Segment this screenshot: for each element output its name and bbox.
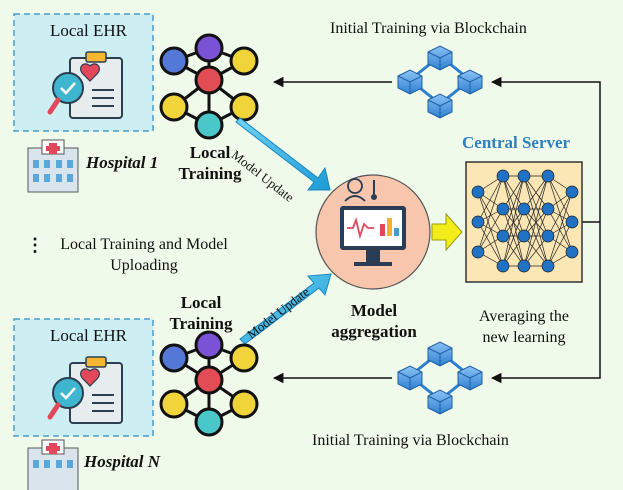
hospital-name-top: Hospital 1 <box>86 153 159 172</box>
server-network-edge <box>502 175 525 237</box>
neural-network-icon-bottom <box>159 330 259 437</box>
return-arrow-top <box>272 76 601 222</box>
model-update-arrow-top <box>235 117 331 191</box>
ehr-label-bottom: Local EHR <box>50 326 127 345</box>
server-network-edge <box>523 235 549 267</box>
model-update-arrow-bottom <box>239 273 332 345</box>
ehr-label-top: Local EHR <box>50 21 127 40</box>
server-network-edge <box>477 175 504 253</box>
return-arrow-bottom <box>272 222 601 384</box>
server-network-edge <box>547 191 573 237</box>
server-network-edge <box>547 221 573 267</box>
server-network-edge <box>477 208 504 253</box>
hospital-icon <box>27 139 79 193</box>
blockchain-label-bottom: Initial Training via Blockchain <box>312 432 509 449</box>
server-network-edge <box>502 208 525 267</box>
server-network-edge <box>523 208 549 267</box>
neural-network-icon-top <box>159 33 259 140</box>
blockchain-icon-bottom <box>397 341 483 415</box>
server-neural-network <box>471 169 579 273</box>
server-network-edge <box>477 175 504 223</box>
server-network-edge <box>523 175 549 267</box>
central-server-title: Central Server <box>462 133 571 152</box>
server-network-edge <box>547 175 573 223</box>
server-network-edge <box>502 175 525 267</box>
server-network-edge <box>547 191 573 267</box>
blockchain-icon-top <box>397 45 483 119</box>
aggregation-node <box>315 174 431 290</box>
ellipsis-icon: ⋮ <box>26 235 44 255</box>
hospital-icon <box>27 439 79 490</box>
medical-record-icon <box>47 356 123 424</box>
server-network-edge <box>523 175 549 210</box>
medical-record-icon <box>47 51 123 119</box>
server-network-edge <box>547 208 573 253</box>
server-network-edge <box>502 175 525 210</box>
aggregation-to-server-arrow <box>431 212 463 252</box>
server-network-edge <box>523 175 549 237</box>
hospital-name-bottom: Hospital N <box>84 452 161 471</box>
blockchain-label-top: Initial Training via Blockchain <box>330 20 527 37</box>
